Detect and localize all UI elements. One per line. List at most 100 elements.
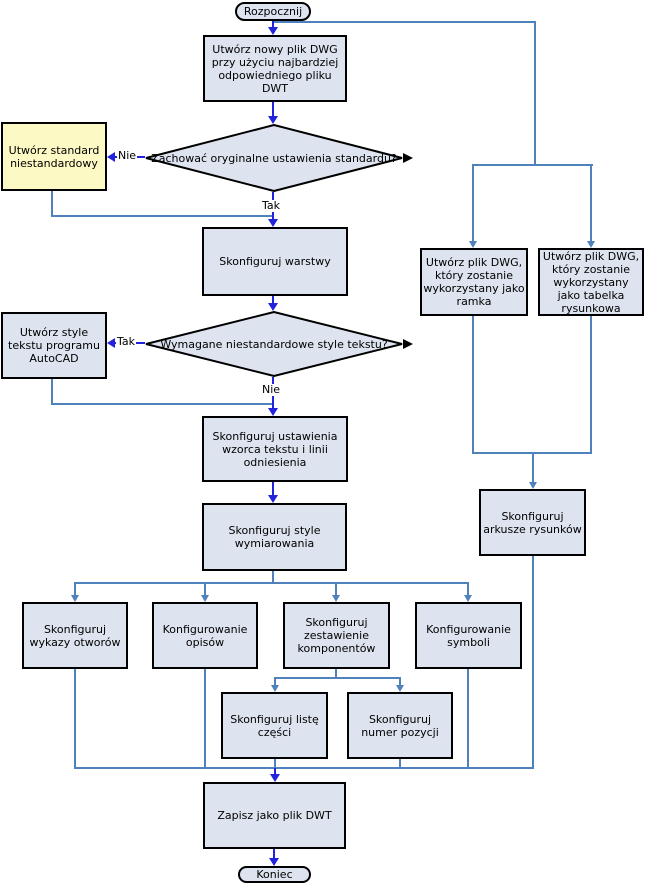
arrow-down-icon [269,858,279,866]
connector-segment [274,768,276,775]
node-label: Utwórz nowy plik DWG przy użyciu najbard… [211,42,339,95]
connector-segment [74,669,76,769]
node-text-leader-settings: Skonfiguruj ustawienia wzorca tekstu i l… [202,416,348,482]
node-label: Utwórz standard niestandardowy [8,143,100,170]
node-label: Skonfiguruj ustawienia wzorca tekstu i l… [212,429,338,469]
connector-segment [272,21,274,28]
connector-segment [273,21,536,23]
connector-segment [534,21,536,166]
arrow-down-icon [201,595,209,602]
node-label: Utwórz plik DWG, który zostanie wykorzys… [423,256,525,308]
connector-segment [74,582,469,584]
stub-arrow-right-icon [403,339,413,349]
node-label: Wymagane niestandardowe style tekstu? [160,337,388,351]
node-drawing-sheets: Skonfiguruj arkusze rysunków [479,489,586,556]
arrow-down-icon [469,241,477,248]
arrow-left-icon [107,152,115,162]
node-label: Zapisz jako plik DWT [217,809,332,822]
node-label: Utwórz plik DWG, który zostanie wykorzys… [542,249,640,315]
connector-segment [51,379,53,405]
node-label: Skonfiguruj numer pozycji [361,712,439,739]
node-save-dwt: Zapisz jako plik DWT [203,782,346,849]
node-start: Rozpocznij [235,2,311,21]
node-frame-dwg: Utwórz plik DWG, który zostanie wykorzys… [420,248,528,316]
connector-segment [590,165,592,242]
node-label: Konfigurowanie symboli [426,622,511,649]
node-end: Koniec [238,866,311,883]
node-label: Konfigurowanie opisów [162,622,248,649]
node-label: Zachować oryginalne ustawienia standardu… [151,151,397,165]
connector-segment [74,583,76,596]
stub-arrow-right-icon [403,153,413,163]
connector-segment [472,316,474,454]
connector-segment [467,583,469,596]
node-create-dwg-file: Utwórz nowy plik DWG przy użyciu najbard… [203,35,347,102]
node-symbols: Konfigurowanie symboli [415,602,522,669]
connector-segment [399,678,401,686]
connector-segment [274,677,401,679]
node-label: Utwórz style tekstu programu AutoCAD [8,326,100,365]
connector-segment [204,669,206,769]
arrow-down-icon [270,774,280,782]
arrow-down-icon [268,303,278,311]
node-label: Skonfiguruj style wymiarowania [228,524,321,550]
node-decision-text-styles: Wymagane niestandardowe style tekstu? [145,311,415,377]
arrow-down-icon [396,685,404,692]
connector-segment [51,191,53,217]
connector-segment [399,759,401,769]
connector-segment [532,453,534,482]
connector-segment [273,849,275,859]
edge-label-nie: Nie [117,149,138,162]
edge-label-tak: Tak [261,199,282,212]
connector-segment [74,767,534,769]
node-acad-text-styles: Utwórz style tekstu programu AutoCAD [1,312,107,379]
connector-segment [532,556,534,769]
node-parts-list: Skonfiguruj listę części [221,692,328,759]
arrow-down-icon [268,219,278,227]
connector-segment [51,403,273,405]
connector-segment [472,165,474,242]
connector-segment [272,102,274,117]
connector-segment [467,669,469,769]
node-hole-tables: Skonfiguruj wykazy otworów [22,602,128,669]
connector-segment [204,583,206,596]
edge-label-tak: Tak [116,335,137,348]
node-label: Skonfiguruj zestawienie komponentów [297,616,376,655]
arrow-down-icon [332,595,340,602]
node-custom-standard: Utwórz standard niestandardowy [1,122,107,191]
connector-segment [272,296,274,304]
node-item-number: Skonfiguruj numer pozycji [347,692,453,759]
arrow-down-icon [587,241,595,248]
node-label: Rozpocznij [243,5,303,18]
node-label: Skonfiguruj listę części [230,712,319,739]
connector-segment [51,215,273,217]
connector-segment [274,759,276,769]
connector-segment [590,316,592,454]
node-label: Skonfiguruj arkusze rysunków [483,509,582,536]
edge-label-nie: Nie [261,383,282,396]
arrow-down-icon [268,495,278,503]
connector-segment [335,669,337,679]
node-title-block-dwg: Utwórz plik DWG, który zostanie wykorzys… [538,248,644,316]
node-label: Skonfiguruj wykazy otworów [29,622,121,649]
arrow-down-icon [268,27,278,35]
node-dimension-styles: Skonfiguruj style wymiarowania [202,503,347,571]
arrow-down-icon [464,595,472,602]
node-configure-layers: Skonfiguruj warstwy [202,227,348,296]
node-notes: Konfigurowanie opisów [152,602,258,669]
node-decision-keep-settings: Zachować oryginalne ustawienia standardu… [145,124,415,192]
connector-segment [335,583,337,596]
connector-segment [274,678,276,686]
arrow-left-icon [107,338,115,348]
arrow-down-icon [268,408,278,416]
arrow-down-icon [71,595,79,602]
node-label: Koniec [256,868,293,881]
arrow-down-icon [268,116,278,124]
connector-segment [272,482,274,496]
connector-segment [272,571,274,583]
arrow-down-icon [271,685,279,692]
arrow-down-icon [529,482,537,489]
connector-segment [472,164,593,166]
node-label: Skonfiguruj warstwy [219,255,331,268]
